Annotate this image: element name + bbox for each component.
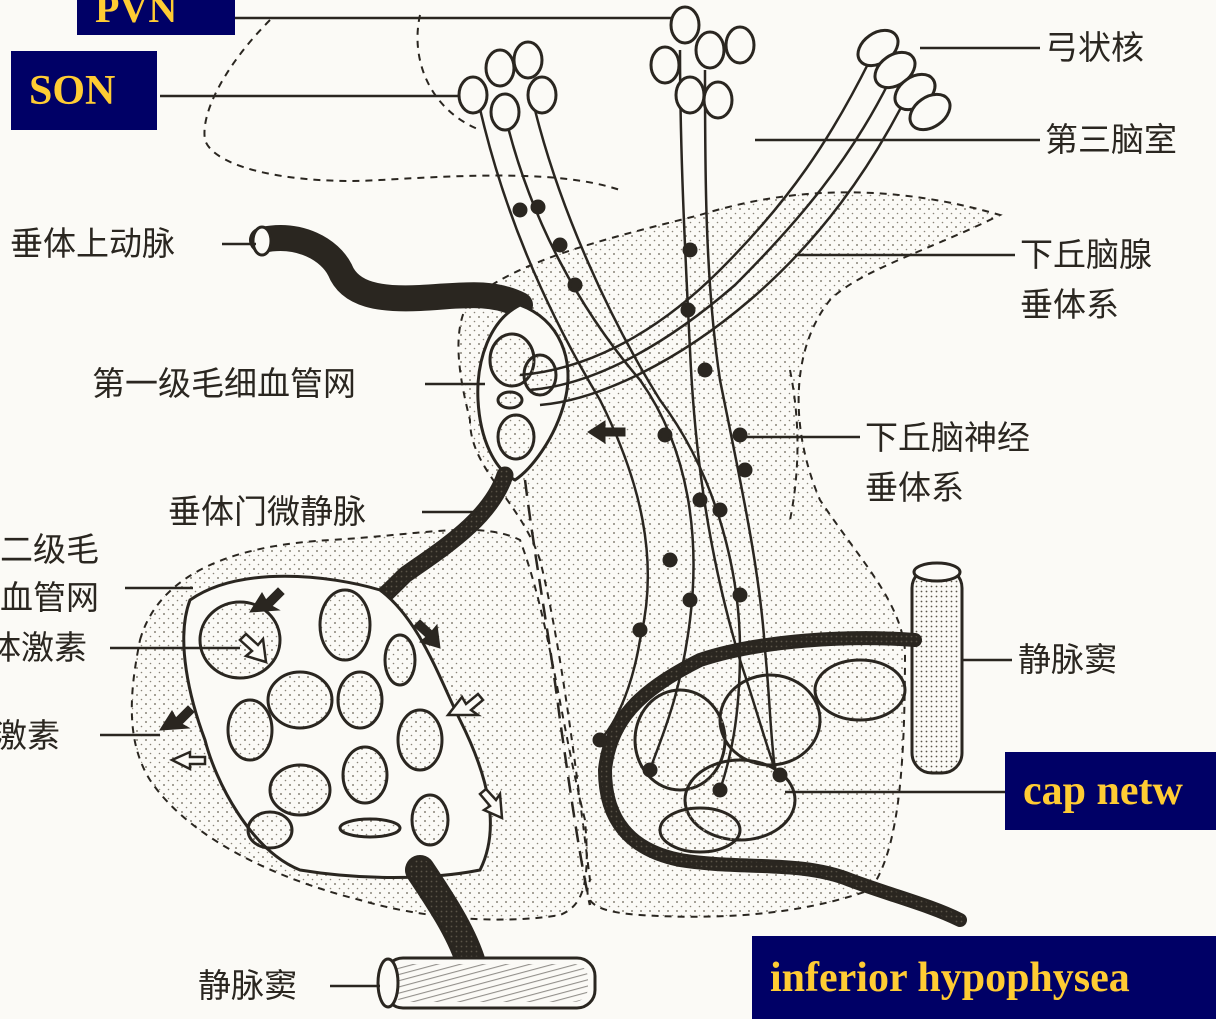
label-hormone-1: 体激素 — [0, 628, 87, 668]
label-third-ventricle: 第三脑室 — [1045, 120, 1177, 160]
label-superior-hypophyseal-artery: 垂体上动脉 — [10, 224, 175, 264]
label-primary-capillary-plexus: 第一级毛细血管网 — [92, 364, 356, 404]
label-hormone-2: 激素 — [0, 716, 60, 756]
label-venous-sinus-bottom: 静脉窦 — [198, 966, 297, 1006]
tag-inferior-hypophyseal: inferior hypophysea — [752, 936, 1216, 1019]
label-tuberohypophyseal-line2: 垂体系 — [1020, 285, 1119, 325]
label-arcuate-nucleus: 弓状核 — [1045, 28, 1144, 68]
label-portal-venules: 垂体门微静脉 — [168, 492, 366, 532]
label-neurohypophyseal-line1: 下丘脑神经 — [865, 418, 1030, 458]
tag-son: SON — [11, 51, 157, 130]
label-venous-sinus-right: 静脉窦 — [1018, 640, 1117, 680]
superior-hypophyseal-artery — [253, 227, 520, 305]
right-venous-sinus — [912, 563, 962, 773]
label-tuberohypophyseal-line1: 下丘脑腺 — [1020, 235, 1152, 275]
label-neurohypophyseal-line2: 垂体系 — [865, 468, 964, 508]
label-secondary-plexus-line2: 血管网 — [0, 578, 99, 618]
tag-cap-network: cap netw — [1005, 752, 1216, 830]
tag-pvn: PVN — [77, 0, 235, 35]
label-secondary-plexus-line1: 二级毛 — [0, 530, 99, 570]
